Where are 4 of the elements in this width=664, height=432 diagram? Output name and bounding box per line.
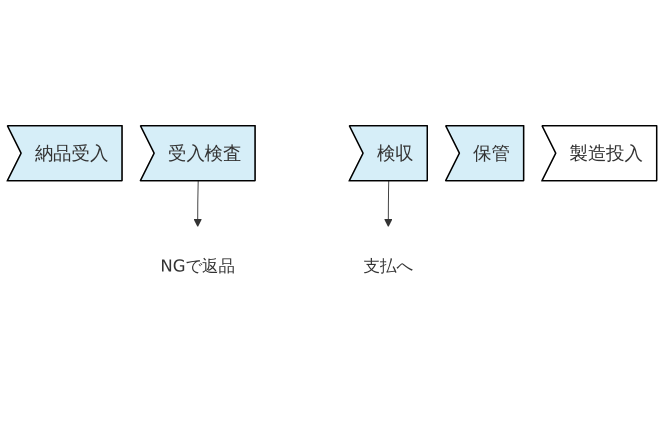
arrow (194, 180, 202, 227)
node-text: NGで返品 (160, 256, 236, 276)
arrow (384, 180, 392, 227)
node-text: 支払へ (364, 256, 414, 276)
